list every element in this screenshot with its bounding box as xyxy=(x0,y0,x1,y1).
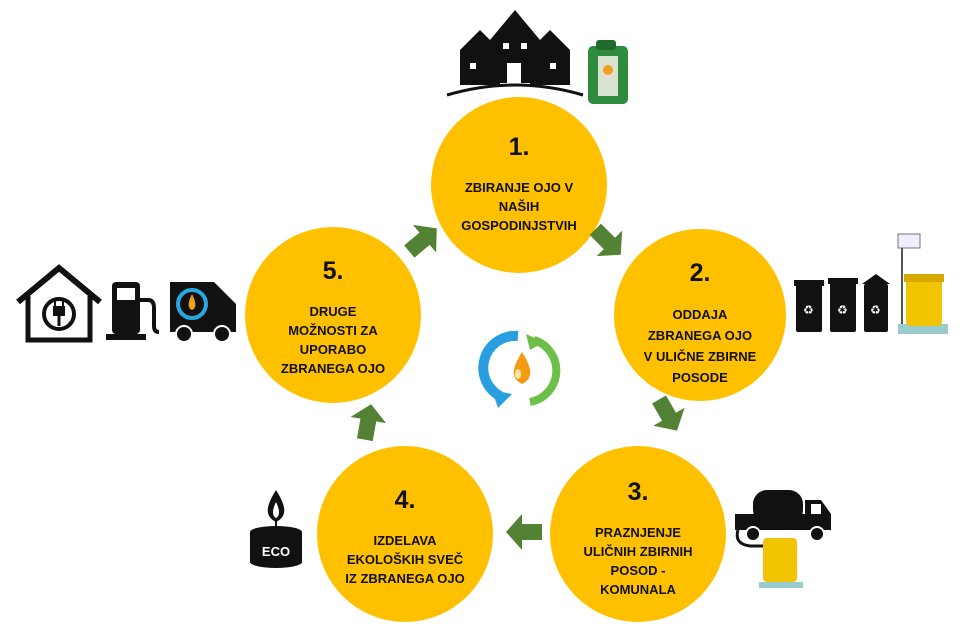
eco-candle-icon: ECO xyxy=(250,490,302,568)
arrow-3-to-4-icon xyxy=(506,514,542,550)
step-1-circle: 1. ZBIRANJE OJO V NAŠIH GOSPODINJSTVIH xyxy=(431,97,607,273)
step-text: ODDAJA ZBRANEGA OJO V ULIČNE ZBIRNE POSO… xyxy=(643,307,757,385)
arrow-1-to-2-icon xyxy=(589,223,623,257)
step-number: 1. xyxy=(508,133,530,161)
svg-text:♻: ♻ xyxy=(837,303,848,317)
step-number: 4. xyxy=(394,486,416,514)
arrow-4-to-5-icon xyxy=(350,404,387,442)
step-number: 5. xyxy=(322,257,344,285)
step-4-circle: 4. IZDELAVA EKOLOŠKIH SVEČ IZ ZBRANEGA O… xyxy=(317,446,493,622)
recycle-oil-drop-icon xyxy=(478,330,561,408)
step-text: PRAZNJENJE ULIČNIH ZBIRNIH POSOD - KOMUN… xyxy=(583,525,693,597)
step-text: DRUGE MOŽNOSTI ZA UPORABO ZBRANEGA OJO xyxy=(280,304,386,376)
step-5-circle: 5. DRUGE MOŽNOSTI ZA UPORABO ZBRANEGA OJ… xyxy=(245,227,421,403)
street-collection-bins-icon: ♻ ♻ ♻ xyxy=(794,233,948,334)
step-number: 2. xyxy=(689,259,711,287)
step-3-circle: 3. PRAZNJENJE ULIČNIH ZBIRNIH POSOD - KO… xyxy=(550,446,726,622)
step-text: ZBIRANJE OJO V NAŠIH GOSPODINJSTVIH xyxy=(461,180,577,233)
tanker-truck-icon xyxy=(735,490,831,588)
svg-text:♻: ♻ xyxy=(803,303,814,317)
candle-label: ECO xyxy=(262,544,290,559)
electric-home-icon xyxy=(16,264,102,343)
step-2-circle: 2. ODDAJA ZBRANEGA OJO V ULIČNE ZBIRNE P… xyxy=(614,229,786,401)
step-text: IZDELAVA EKOLOŠKIH SVEČ IZ ZBRANEGA OJO xyxy=(345,533,465,586)
step-number: 3. xyxy=(627,478,649,506)
svg-text:♻: ♻ xyxy=(870,303,881,317)
fuel-pump-icon xyxy=(106,282,160,340)
arrow-5-to-1-icon xyxy=(404,224,437,258)
biofuel-van-icon xyxy=(170,282,236,343)
houses-icon xyxy=(446,10,584,97)
oil-canister-icon xyxy=(588,40,628,104)
arrow-2-to-3-icon xyxy=(652,395,685,431)
